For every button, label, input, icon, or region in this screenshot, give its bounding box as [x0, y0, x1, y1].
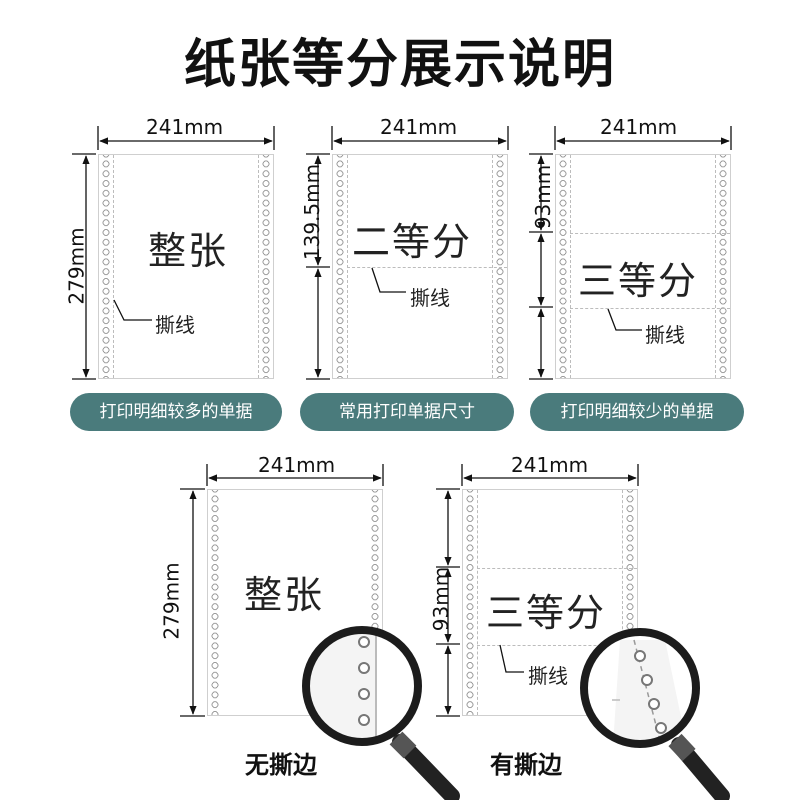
magnifier-lens-ring	[302, 626, 422, 746]
magnifier-with-tear-edge	[580, 628, 730, 800]
tear-line-right	[492, 155, 493, 378]
tear-leader	[113, 299, 152, 321]
third-divider-1	[570, 233, 730, 234]
third-divider-1	[477, 568, 637, 569]
tractor-holes-left	[334, 155, 346, 378]
sheet-third-with-tear-edge	[462, 489, 638, 716]
tear-line-label: 撕线	[645, 323, 685, 347]
width-dimension: 241mm	[146, 115, 224, 139]
tear-line-right	[258, 155, 259, 378]
tear-edge-caption: 有撕边	[490, 751, 562, 779]
sheet-half	[332, 154, 508, 379]
tear-line-right	[715, 155, 716, 378]
tear-leader	[499, 644, 524, 673]
page-title: 纸张等分展示说明	[183, 35, 616, 95]
sheet-full	[98, 154, 274, 379]
magnifier-lens-ring	[580, 628, 700, 748]
tear-line-left	[113, 155, 114, 378]
usage-pill-third: 打印明细较少的单据	[530, 393, 744, 431]
magnifier-collar	[668, 733, 696, 762]
zoomed-tractor-holes	[634, 650, 667, 734]
third-divider-2	[477, 645, 637, 646]
magnifier-collar	[389, 731, 417, 759]
zoomed-tractor-holes	[358, 636, 370, 726]
sheet-third	[555, 154, 731, 379]
width-dimension: 241mm	[258, 453, 336, 477]
sheet-full-label: 整张	[148, 229, 229, 273]
half-divider	[347, 267, 507, 268]
third-divider-2	[570, 308, 730, 309]
tractor-holes-left	[209, 490, 221, 715]
tear-leader	[607, 308, 642, 331]
sheet-third-label: 三等分	[578, 259, 699, 303]
tear-line-label: 撕线	[155, 313, 195, 337]
usage-pill-half: 常用打印单据尺寸	[300, 393, 514, 431]
tear-line-left	[477, 490, 478, 715]
magnifier-no-tear-edge	[302, 626, 460, 800]
tractor-holes-left	[100, 155, 112, 378]
width-dimension: 241mm	[380, 115, 458, 139]
tear-leader	[371, 267, 406, 293]
tear-line-label: 撕线	[410, 286, 450, 310]
sheet-third-label: 三等分	[486, 591, 607, 635]
width-dimension: 241mm	[600, 115, 678, 139]
tractor-holes-left	[464, 490, 476, 715]
usage-pill-full: 打印明细较多的单据	[70, 393, 282, 431]
tractor-holes-right	[260, 155, 272, 378]
tear-line-left	[347, 155, 348, 378]
no-tear-edge-caption: 无撕边	[245, 751, 317, 779]
tear-line-right	[622, 490, 623, 715]
tractor-holes-left	[557, 155, 569, 378]
tear-line-left	[570, 155, 571, 378]
tractor-holes-right	[494, 155, 506, 378]
sheet-half-label: 二等分	[352, 220, 473, 264]
sheet-full-label: 整张	[244, 573, 325, 617]
tractor-holes-right	[717, 155, 729, 378]
width-dimension: 241mm	[511, 453, 589, 477]
tear-line-label: 撕线	[528, 664, 568, 688]
